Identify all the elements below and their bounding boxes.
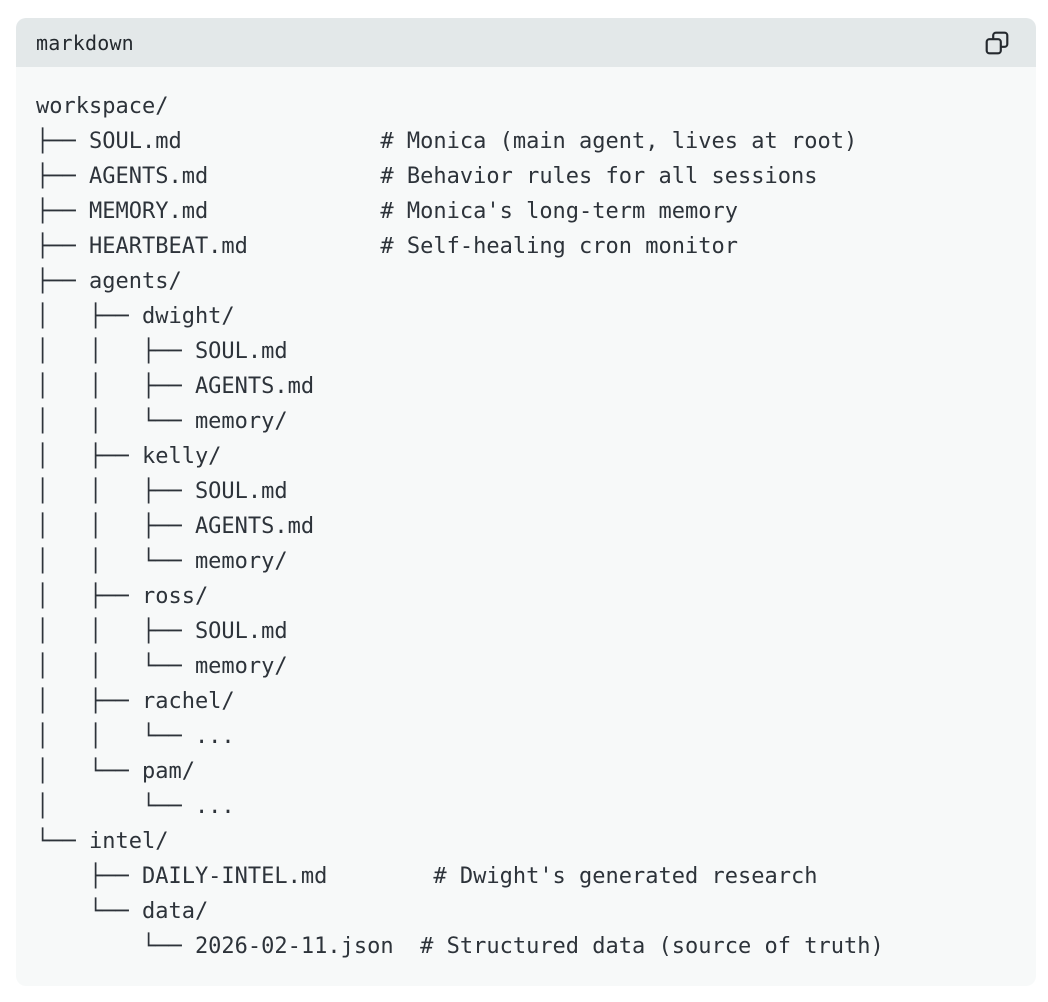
copy-icon: [985, 31, 1009, 54]
copy-button[interactable]: [984, 30, 1010, 56]
file-tree: workspace/ ├── SOUL.md # Monica (main ag…: [36, 94, 884, 959]
code-block-header: markdown: [16, 18, 1036, 67]
code-content: workspace/ ├── SOUL.md # Monica (main ag…: [16, 67, 1036, 986]
code-language-label: markdown: [36, 30, 134, 55]
markdown-code-block: markdown workspace/ ├── SOUL.md # Monica…: [16, 18, 1036, 986]
